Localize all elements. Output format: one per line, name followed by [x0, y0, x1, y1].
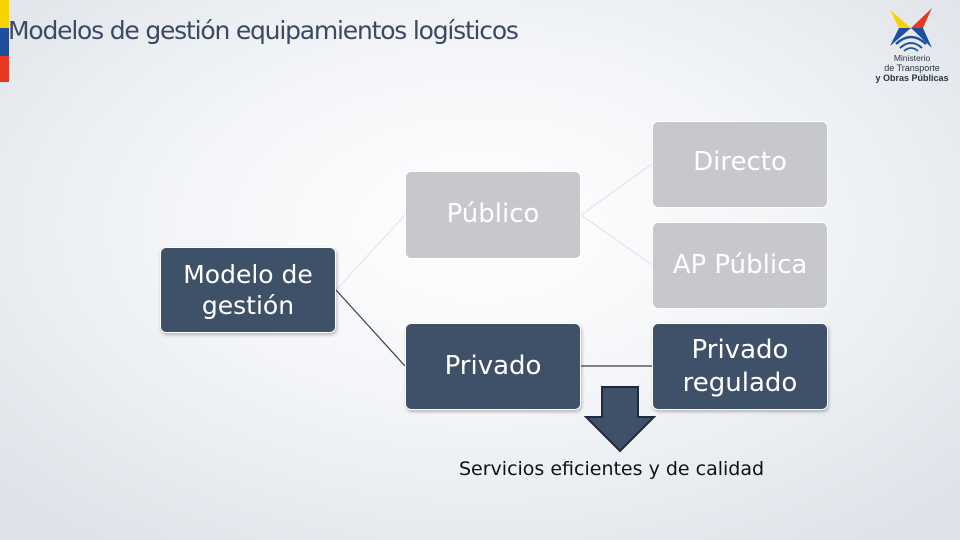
- node-modelo-de-gestion-line2: gestión: [201, 291, 295, 320]
- flag-stripe-blue: [0, 28, 9, 56]
- logo-text-line2: de Transporte: [884, 63, 940, 73]
- node-ap-publica: AP Pública: [652, 222, 828, 309]
- node-privado-regulado-text: Privado regulado: [683, 334, 798, 399]
- down-arrow-icon: [584, 386, 656, 453]
- node-privado-regulado-line1: Privado: [691, 335, 789, 365]
- node-directo: Directo: [652, 121, 828, 208]
- node-publico-label: Público: [446, 199, 540, 229]
- node-ap-publica-label: AP Pública: [672, 250, 808, 281]
- logo-text: Ministerio de Transporte y Obras Pública…: [872, 53, 952, 83]
- ministry-logo: Ministerio de Transporte y Obras Pública…: [868, 8, 952, 86]
- logo-text-line1: Ministerio: [893, 53, 931, 63]
- node-modelo-de-gestion-text: Modelo de gestión: [183, 259, 313, 322]
- ecuador-ministry-emblem-icon: [890, 8, 932, 52]
- connector-root-publico: [335, 214, 406, 291]
- connector-root-privado: [335, 289, 406, 367]
- node-modelo-de-gestion-line1: Modelo de: [183, 259, 313, 289]
- node-privado-label: Privado: [444, 351, 542, 382]
- flag-stripe-red: [0, 56, 9, 82]
- node-modelo-de-gestion: Modelo de gestión: [160, 247, 336, 333]
- connector-publico-ap: [580, 214, 653, 266]
- result-caption: Servicios eficientes y de calidad: [459, 458, 765, 480]
- connector-publico-directo: [580, 163, 653, 216]
- node-privado: Privado: [405, 323, 581, 410]
- node-directo-label: Directo: [693, 147, 787, 177]
- node-privado-regulado: Privado regulado: [652, 323, 828, 410]
- slide-title: Modelos de gestión equipamientos logísti…: [8, 16, 519, 45]
- node-privado-regulado-line2: regulado: [682, 367, 798, 398]
- logo-text-line3: y Obras Públicas: [875, 73, 949, 83]
- node-publico: Público: [405, 171, 581, 259]
- flag-stripe-yellow: [0, 0, 9, 28]
